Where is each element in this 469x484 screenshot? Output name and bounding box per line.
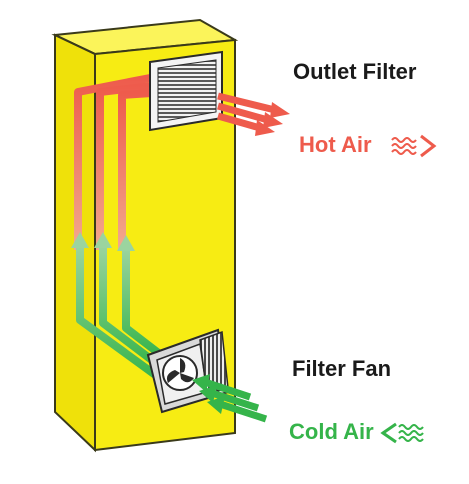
hot-air-arrow-1 xyxy=(74,74,151,250)
hot-air-label: Hot Air xyxy=(299,132,372,157)
cold-air-arrow-3 xyxy=(122,248,168,362)
cold-air-label: Cold Air xyxy=(289,419,374,444)
outlet-filter-label: Outlet Filter xyxy=(293,59,417,84)
cold-air-arrowheads xyxy=(71,232,135,251)
cold-air-arrow-1 xyxy=(76,245,168,386)
hot-air-exit xyxy=(217,92,276,132)
cold-air-wave-icon xyxy=(380,422,424,444)
cold-air-entry-heads xyxy=(192,374,225,414)
hot-air-flow xyxy=(74,74,153,250)
filter-fan-label: Filter Fan xyxy=(292,356,392,381)
cold-air-entry xyxy=(203,378,268,423)
filter-fan xyxy=(146,328,230,414)
hot-air-arrow-3 xyxy=(118,89,153,250)
cold-air-arrow-2 xyxy=(99,245,168,374)
outlet-filter xyxy=(149,50,223,132)
cold-air-flow xyxy=(76,245,168,386)
fan-blades xyxy=(166,358,194,383)
hot-air-arrow-2 xyxy=(96,82,153,250)
hot-air-wave-icon xyxy=(391,134,437,158)
hot-air-exit-heads xyxy=(255,102,290,136)
